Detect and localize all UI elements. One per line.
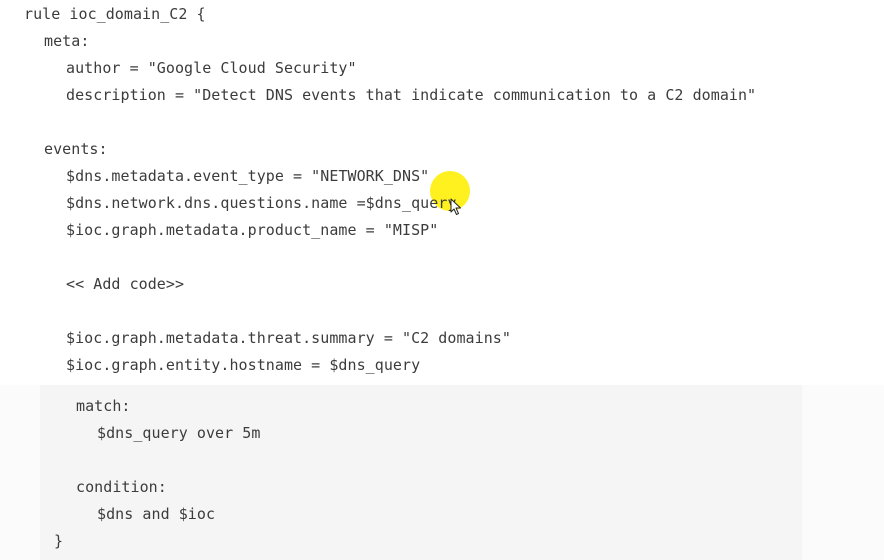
code-line-condition: condition: <box>76 478 167 496</box>
code-line-meta: meta: <box>44 32 90 50</box>
cursor-highlight <box>430 171 470 211</box>
code-line-product-name: $ioc.graph.metadata.product_name = "MISP… <box>66 221 439 239</box>
arrow-pointer-icon <box>450 198 461 215</box>
code-line-entity-hostname: $ioc.graph.entity.hostname = $dns_query <box>66 356 421 374</box>
code-line-match: match: <box>76 397 131 415</box>
code-line-event-type: $dns.metadata.event_type = "NETWORK_DNS" <box>66 167 430 185</box>
code-line-rule-header: rule ioc_domain_C2 { <box>24 5 206 23</box>
code-line-condition-expr: $dns and $ioc <box>97 505 216 523</box>
code-line-questions-name: $dns.network.dns.questions.name =$dns_qu… <box>66 194 457 212</box>
code-line-closing-brace: } <box>54 532 64 550</box>
code-line-add-code-placeholder: << Add code>> <box>66 275 185 293</box>
lower-code-panel <box>40 385 802 560</box>
code-line-threat-summary: $ioc.graph.metadata.threat.summary = "C2… <box>66 329 511 347</box>
code-line-author: author = "Google Cloud Security" <box>66 59 357 77</box>
code-line-match-window: $dns_query over 5m <box>97 424 261 442</box>
code-line-events: events: <box>44 140 108 158</box>
code-line-description: description = "Detect DNS events that in… <box>66 86 757 104</box>
